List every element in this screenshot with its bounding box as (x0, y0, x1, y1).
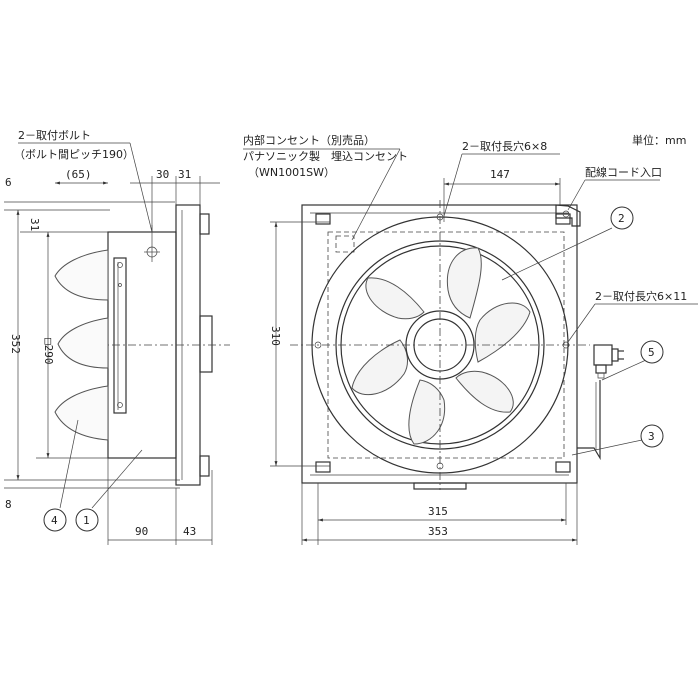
fan-blade-2 (474, 302, 531, 363)
outlet-leader (351, 148, 401, 241)
side-bracket (113, 257, 127, 414)
slot-top-leader (443, 153, 463, 217)
fan-blade-6 (365, 277, 425, 320)
outlet-label: 内部コンセント（別売品） (243, 133, 375, 147)
outlet-maker-label: パナソニック製 埋込コンセント (243, 149, 408, 163)
bolt-pitch-label: （ボルト間ピッチ190） (14, 148, 134, 161)
dim-43: 43 (183, 525, 196, 538)
callout-2 (610, 206, 634, 230)
svg-text:2: 2 (618, 212, 625, 225)
callout-5 (640, 340, 664, 364)
unit-label: 単位：mm (632, 133, 686, 147)
plug-body (593, 344, 613, 366)
dim-90: 90 (135, 525, 148, 538)
fan-blade-5 (351, 339, 408, 396)
corner-slot-tl (315, 213, 331, 225)
bolt-leader (129, 142, 153, 233)
cord-box (199, 315, 213, 373)
fan-blade-3 (455, 370, 514, 413)
dim-6: 6 (5, 176, 12, 189)
power-cord (577, 380, 601, 461)
slot-top-label: 2－取付長穴6×8 (462, 139, 547, 153)
dim-353: 353 (428, 525, 448, 538)
side-view: 2－取付ボルト （ボルト間ピッチ190） (65) 30 31 6 31 352… (4, 129, 230, 545)
dim-290: □290 (42, 338, 55, 365)
blade-profile-1 (54, 249, 109, 301)
svg-text:5: 5 (648, 346, 655, 359)
fan-blade-1 (446, 247, 482, 319)
dim-65: (65) (65, 168, 92, 181)
callout-4 (43, 508, 67, 532)
dim-31-top: 31 (178, 168, 191, 181)
dim-30: 30 (156, 168, 169, 181)
outlet-model-label: （WN1001SW） (248, 166, 335, 179)
outer-frame (301, 204, 578, 484)
svg-text:4: 4 (51, 514, 58, 527)
dim-315: 315 (428, 505, 448, 518)
bolt-label: 2－取付ボルト (18, 129, 91, 142)
dim-310: 310 (269, 326, 282, 346)
blade-profile-2 (57, 317, 109, 369)
cord-inlet-bracket (555, 204, 581, 227)
blade-profile-3 (54, 385, 109, 441)
slot-side-leader (567, 303, 596, 343)
svg-text:1: 1 (83, 514, 90, 527)
dim-8: 8 (5, 498, 12, 511)
front-view: 内部コンセント（別売品） パナソニック製 埋込コンセント （WN1001SW） … (243, 133, 698, 545)
svg-text:3: 3 (648, 430, 655, 443)
slot-side-label: 2－取付長穴6×11 (595, 289, 687, 303)
callout-3 (640, 424, 664, 448)
corner-slot-tr (555, 213, 571, 225)
dim-147: 147 (490, 168, 510, 181)
corner-slot-bl (315, 461, 331, 473)
outlet-position (335, 235, 355, 253)
dim-31-left: 31 (28, 218, 41, 231)
fan-blade-4 (408, 379, 446, 445)
callout-1 (75, 508, 99, 532)
cord-inlet-label: 配線コード入口 (585, 165, 662, 179)
dim-352: 352 (9, 334, 22, 354)
fan-ring-mid (335, 240, 545, 450)
corner-slot-br (555, 461, 571, 473)
